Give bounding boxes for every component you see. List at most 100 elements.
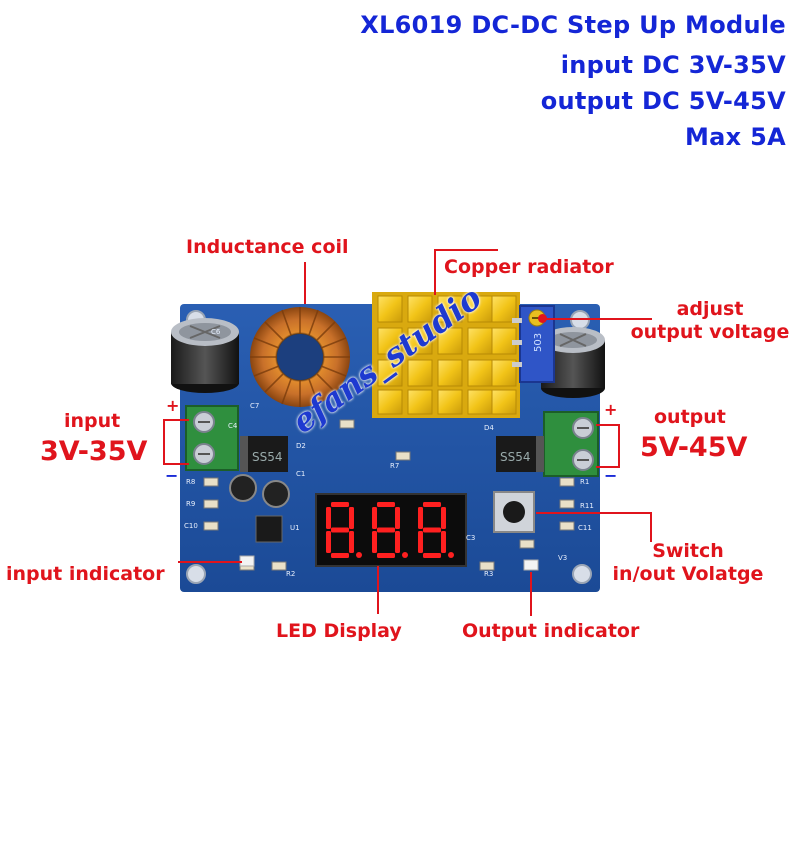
input-plus-sign: + — [166, 396, 180, 415]
title-max-current: Max 5A — [685, 123, 786, 151]
segment-c — [441, 531, 446, 553]
bracket-output-top — [596, 424, 620, 426]
svg-text:R9: R9 — [186, 500, 195, 508]
pointer-dot-adjust — [538, 314, 547, 323]
label-output: output — [654, 406, 726, 428]
seven-segment-digits — [326, 502, 454, 558]
svg-text:R2: R2 — [286, 570, 295, 578]
label-input: input — [64, 410, 121, 432]
segment-d — [331, 553, 349, 558]
segment-f — [418, 507, 423, 529]
pointer-switch-horizontal — [536, 512, 652, 514]
segment-g — [377, 527, 395, 533]
label-adjust-line1: adjust — [676, 298, 744, 320]
segment-f — [326, 507, 331, 529]
regulator-chip — [255, 515, 283, 543]
label-switch-line1: Switch — [652, 540, 724, 562]
title-input-spec: input DC 3V-35V — [560, 51, 786, 79]
svg-text:C3: C3 — [466, 534, 475, 542]
diode-right: SS54 — [496, 436, 544, 472]
bracket-input-top — [163, 419, 189, 421]
label-output-indicator: Output indicator — [462, 620, 640, 642]
input-minus-sign: − — [165, 466, 179, 485]
small-capacitors — [229, 474, 290, 508]
segment-f — [372, 507, 377, 529]
title-product: XL6019 DC-DC Step Up Module — [360, 11, 786, 39]
decimal-point — [448, 552, 454, 558]
segment-b — [441, 507, 446, 529]
svg-text:R11: R11 — [580, 502, 594, 510]
svg-text:C11: C11 — [578, 524, 592, 532]
svg-text:C7: C7 — [250, 402, 259, 410]
svg-text:C10: C10 — [184, 522, 198, 530]
label-inductance-coil: Inductance coil — [186, 236, 349, 258]
pointer-adjust-output — [542, 318, 652, 320]
decimal-point — [402, 552, 408, 558]
segment-b — [349, 507, 354, 529]
label-adjust-line2: output voltage — [630, 321, 790, 343]
pointer-output-indicator — [530, 572, 532, 616]
bracket-output-vertical — [618, 424, 620, 468]
pointer-led-display — [377, 566, 379, 614]
input-capacitor — [171, 318, 239, 393]
segment-c — [349, 531, 354, 553]
svg-text:R7: R7 — [390, 462, 399, 470]
input-terminal — [185, 405, 239, 471]
output-minus-sign: − — [604, 466, 618, 485]
toroid-inductor — [250, 307, 350, 407]
segment-e — [326, 531, 331, 553]
pointer-switch-vertical — [650, 512, 652, 542]
output-led — [523, 559, 539, 571]
input-led — [239, 555, 255, 567]
pointer-copper-radiator-vertical — [434, 249, 436, 295]
svg-text:D4: D4 — [484, 424, 494, 432]
segment-a — [423, 502, 441, 507]
label-led-display: LED Display — [276, 620, 402, 642]
svg-text:C1: C1 — [296, 470, 305, 478]
seven-segment-display — [315, 493, 467, 567]
segment-g — [423, 527, 441, 533]
pot-code: 503 — [533, 333, 544, 352]
label-output-range: 5V-45V — [640, 432, 748, 463]
heatsink — [372, 292, 520, 418]
svg-text:SS54: SS54 — [252, 450, 283, 464]
tactile-switch — [493, 491, 535, 533]
bracket-input-bottom — [163, 463, 189, 465]
segment-g — [331, 527, 349, 533]
pointer-input-indicator — [178, 561, 242, 563]
segment-b — [395, 507, 400, 529]
svg-text:R1: R1 — [580, 478, 589, 486]
svg-text:D2: D2 — [296, 442, 306, 450]
label-input-indicator: input indicator — [6, 563, 165, 585]
segment-e — [418, 531, 423, 553]
pointer-copper-radiator-horizontal — [434, 249, 498, 251]
svg-text:R3: R3 — [484, 570, 493, 578]
label-switch-line2: in/out Volatge — [612, 563, 764, 585]
label-switch: Switch in/out Volatge — [600, 540, 776, 586]
pointer-inductance-coil — [304, 262, 306, 304]
bracket-input-vertical — [163, 419, 165, 465]
bracket-output-bottom — [596, 466, 620, 468]
svg-text:C4: C4 — [228, 422, 238, 430]
label-input-range: 3V-35V — [40, 436, 148, 467]
title-output-spec: output DC 5V-45V — [540, 87, 786, 115]
label-copper-radiator: Copper radiator — [444, 256, 614, 278]
segment-a — [377, 502, 395, 507]
segment-d — [377, 553, 395, 558]
segment-c — [395, 531, 400, 553]
svg-text:C6: C6 — [211, 328, 221, 336]
label-adjust-output: adjust output voltage — [622, 298, 798, 344]
svg-text:SS54: SS54 — [500, 450, 531, 464]
output-plus-sign: + — [604, 400, 618, 419]
segment-a — [331, 502, 349, 507]
segment-e — [372, 531, 377, 553]
diode-left: SS54 — [240, 436, 288, 472]
svg-text:U1: U1 — [290, 524, 300, 532]
svg-text:R8: R8 — [186, 478, 195, 486]
output-terminal — [543, 411, 599, 477]
svg-text:V3: V3 — [558, 554, 567, 562]
segment-d — [423, 553, 441, 558]
decimal-point — [356, 552, 362, 558]
